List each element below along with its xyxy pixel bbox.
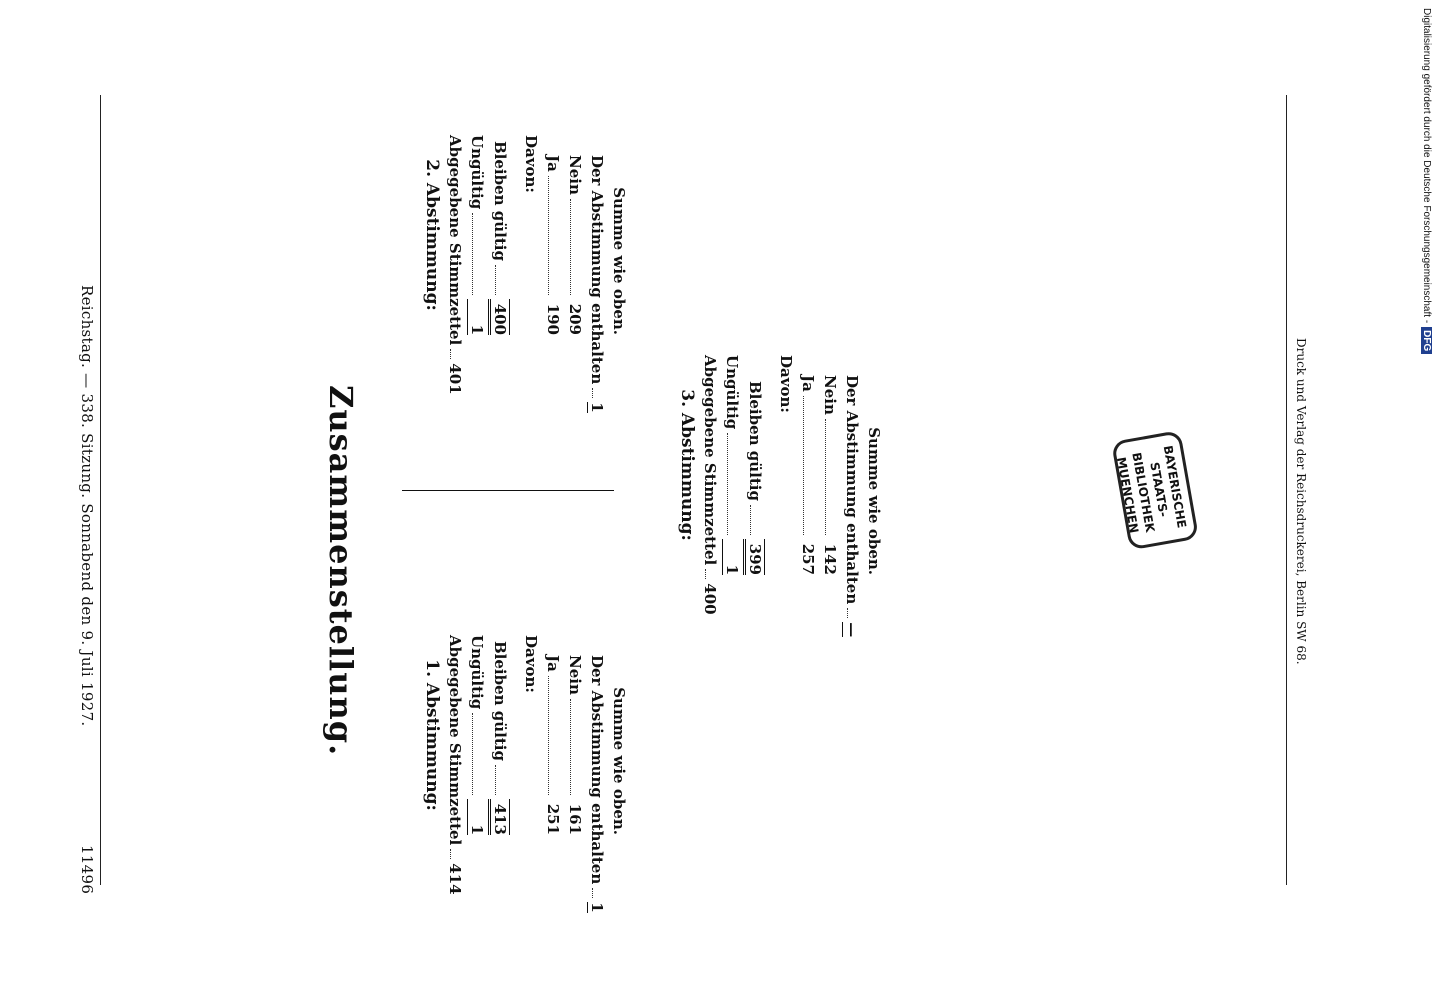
row-gueltig: Bleiben gültig 399	[743, 355, 765, 575]
row-enthalten: Der Abstimmung enthalten 1	[587, 635, 606, 913]
dfg-logo: DFG	[1421, 327, 1432, 355]
row-label: Nein	[566, 655, 584, 695]
right-page-rule	[1286, 95, 1287, 885]
row-value: 400	[701, 583, 719, 615]
row-value: 1	[587, 402, 606, 413]
row-nein: Nein 161	[566, 635, 584, 835]
row-label: Nein	[821, 375, 839, 415]
davon-label: Davon:	[522, 635, 540, 693]
row-nein: Nein 142	[821, 355, 839, 575]
vote-heading: 2. Abstimmung:	[422, 159, 442, 311]
row-value: 161	[566, 803, 584, 835]
summe-label: Summe wie oben.	[610, 187, 628, 335]
row-ungueltig: Ungültig 1	[722, 355, 741, 575]
davon-label: Davon:	[522, 135, 540, 193]
left-page-rule	[100, 95, 101, 885]
row-value: 209	[566, 303, 584, 335]
row-label: Ja	[544, 155, 562, 172]
row-label: Ja	[544, 655, 562, 672]
row-value: 414	[446, 863, 464, 895]
vote-block-1: 1. Abstimmung: Abgegebene Stimmzettel 414…	[400, 635, 628, 913]
row-ungueltig: Ungültig 1	[467, 635, 486, 835]
vote-heading: 3. Abstimmung:	[677, 389, 697, 541]
column-separator	[402, 490, 614, 491]
running-title: Reichstag. — 338. Sitzung. Sonnabend den…	[78, 285, 96, 727]
row-abgegeben: Abgegebene Stimmzettel 400	[701, 355, 719, 615]
row-label: Abgegebene Stimmzettel	[446, 135, 464, 346]
library-stamp: BAYERISCHE STAATS- BIBLIOTHEK MUENCHEN	[1111, 430, 1200, 551]
row-label: Nein	[566, 155, 584, 195]
row-ja: Ja 257	[799, 355, 817, 575]
row-ungueltig: Ungültig 1	[467, 135, 486, 335]
row-label: Der Abstimmung enthalten	[588, 655, 606, 885]
row-value: 413	[488, 799, 510, 835]
row-label: Der Abstimmung enthalten	[843, 375, 861, 605]
row-gueltig: Bleiben gültig 400	[488, 135, 510, 335]
row-value: 1	[722, 539, 741, 575]
row-abgegeben: Abgegebene Stimmzettel 414	[446, 635, 464, 895]
row-value: 400	[488, 299, 510, 335]
row-label: Bleiben gültig	[491, 141, 509, 261]
row-value: 142	[821, 543, 839, 575]
row-value: 399	[743, 539, 765, 575]
row-label: Ja	[799, 375, 817, 392]
row-label: Der Abstimmung enthalten	[588, 155, 606, 385]
row-label: Abgegebene Stimmzettel	[701, 355, 719, 566]
page-number: 11496	[78, 845, 96, 895]
row-label: Abgegebene Stimmzettel	[446, 635, 464, 846]
row-label: Ungültig	[723, 355, 741, 430]
vote-block-2: 2. Abstimmung: Abgegebene Stimmzettel 401…	[400, 135, 628, 413]
vote-heading: 1. Abstimmung:	[422, 659, 442, 811]
row-nein: Nein 209	[566, 135, 584, 335]
row-label: Ungültig	[468, 635, 486, 710]
row-value: 1	[467, 299, 486, 335]
vote-block-3: 3. Abstimmung: Abgegebene Stimmzettel 400…	[655, 355, 883, 638]
row-enthalten: Der Abstimmung enthalten 1	[587, 135, 606, 413]
row-value: —	[842, 622, 861, 638]
row-value: 190	[544, 303, 562, 335]
row-value: 1	[467, 799, 486, 835]
page-title: Zusammenstellung.	[322, 385, 360, 757]
row-label: Bleiben gültig	[491, 641, 509, 761]
summe-label: Summe wie oben.	[610, 687, 628, 835]
row-value: 1	[587, 902, 606, 913]
row-value: 257	[799, 543, 817, 575]
digitization-note: Digitalisierung gefördert durch die Deut…	[1421, 8, 1432, 355]
printer-imprint: Druck und Verlag der Reichsdruckerei, Be…	[1294, 338, 1308, 665]
row-label: Ungültig	[468, 135, 486, 210]
row-value: 401	[446, 363, 464, 395]
davon-label: Davon:	[777, 355, 795, 413]
summe-label: Summe wie oben.	[865, 427, 883, 575]
row-gueltig: Bleiben gültig 413	[488, 635, 510, 835]
row-label: Bleiben gültig	[746, 381, 764, 501]
row-ja: Ja 251	[544, 635, 562, 835]
digitization-text: Digitalisierung gefördert durch die Deut…	[1421, 8, 1432, 324]
row-abgegeben: Abgegebene Stimmzettel 401	[446, 135, 464, 395]
row-ja: Ja 190	[544, 135, 562, 335]
row-value: 251	[544, 803, 562, 835]
row-enthalten: Der Abstimmung enthalten —	[842, 355, 861, 638]
